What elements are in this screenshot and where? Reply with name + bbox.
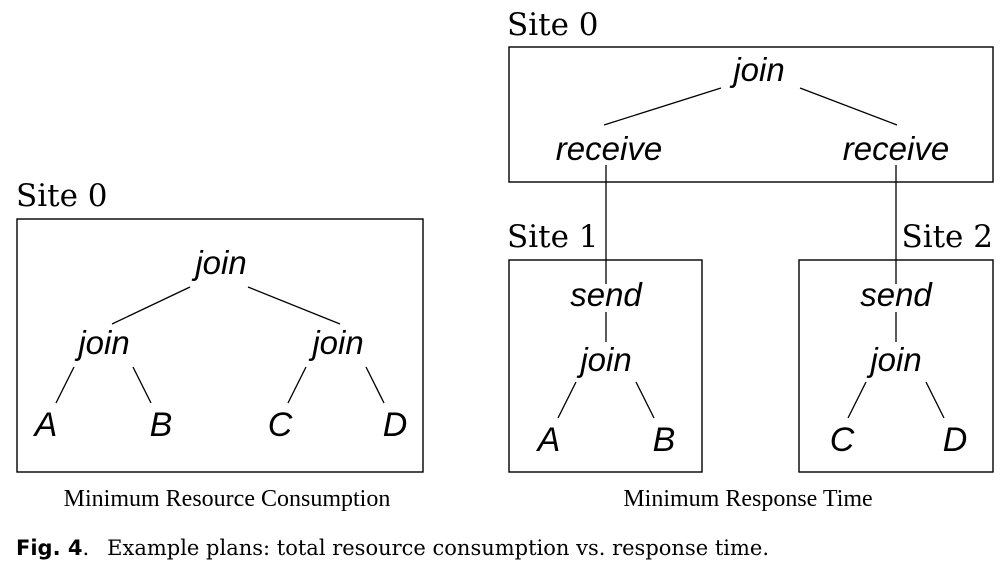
edge-site1-join-b [635,381,655,419]
site2-leaf-c: C [830,421,855,459]
edge-root-receive-right [799,87,898,126]
site2-label: Site 2 [901,219,993,255]
left-leaf-d: D [383,406,408,444]
left-leaf-c: C [268,406,293,444]
site2-leaf-d: D [943,421,968,459]
figure-caption-text: Example plans: total resource consumptio… [107,536,769,560]
edge-join-c [287,366,307,404]
receive-left: receive [556,130,662,167]
right-plan-caption: Minimum Response Time [623,486,872,512]
left-root-join: join [191,244,246,281]
left-plan-caption: Minimum Resource Consumption [64,486,391,512]
receive-right: receive [843,130,949,167]
edge-site2-join-c [847,381,867,419]
site1-leaf-a: A [536,421,561,459]
edge-join-d [365,366,385,404]
edge-root-receive-left [603,87,722,126]
figure-caption: Fig. 4. Example plans: total resource con… [16,536,769,560]
right-site0-box [508,46,994,183]
edge-root-leftjoin [111,286,191,325]
edge-join-a [55,366,75,404]
site1-label: Site 1 [507,219,599,255]
figure-label: Fig. 4 [16,536,82,560]
left-site0-box [16,218,424,473]
site1-send: send [570,276,643,313]
edge-site2-join-d [925,381,945,419]
site1-leaf-b: B [653,421,676,459]
right-site0-label: Site 0 [507,7,599,43]
left-join-cd: join [308,324,363,361]
figure-label-suffix: . [82,536,89,560]
site1-join: join [576,341,631,378]
site2-send: send [860,276,933,313]
left-join-ab: join [74,324,129,361]
left-leaf-b: B [150,406,173,444]
edge-root-rightjoin [247,286,341,325]
left-site0-label: Site 0 [16,178,108,214]
site2-join: join [866,341,921,378]
right-root-join: join [729,51,784,88]
edge-site1-join-a [557,381,577,419]
left-leaf-a: A [33,406,58,444]
edge-join-b [132,366,152,404]
